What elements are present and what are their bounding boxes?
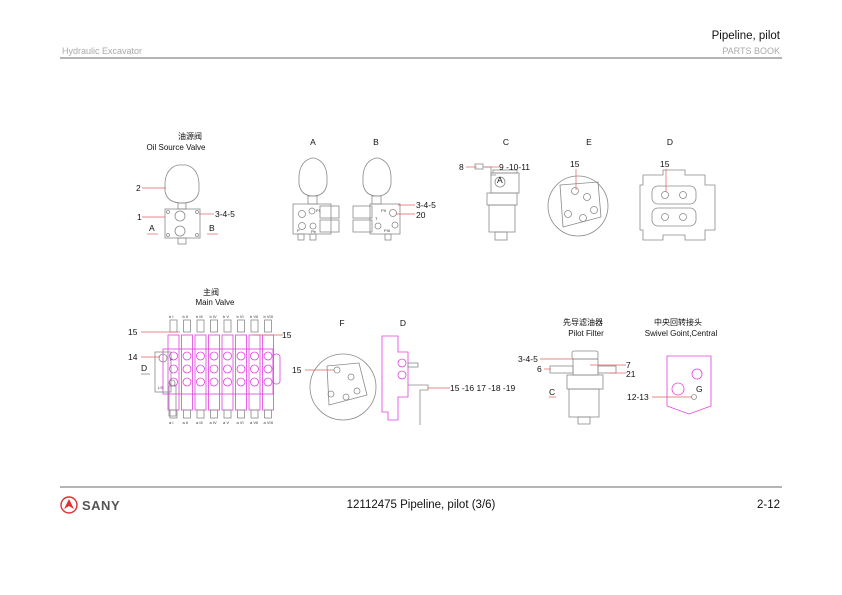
- callout-3-4-5: 3-4-5: [518, 354, 538, 364]
- callout-7: 7: [626, 360, 631, 370]
- port-label-b: b VI: [237, 314, 244, 319]
- callout-15: 15: [660, 159, 670, 169]
- view-e-label: E: [586, 137, 592, 147]
- port-label-a: a IV: [210, 420, 217, 425]
- valve-section: b VII a VII: [248, 314, 261, 425]
- valve-section: b II a II: [181, 314, 193, 425]
- port-label-a: a V: [223, 420, 229, 425]
- view-c-drawing: C 8 9 -10-11 A: [459, 137, 530, 241]
- port-t: T: [375, 216, 378, 221]
- view-d-label: D: [667, 137, 673, 147]
- footer-divider: [60, 486, 782, 488]
- port-label-a: a VIII: [264, 420, 273, 425]
- sany-logo: SANY: [60, 496, 120, 514]
- sany-logo-icon: [60, 496, 78, 514]
- view-e-drawing: E 15: [547, 137, 609, 237]
- pilot-filter-drawing: 先导滤油器 Pilot Filter 3-4-5 6 7 21 C: [518, 317, 636, 425]
- port-label-b: b IV: [210, 314, 217, 319]
- header-divider: [60, 57, 782, 59]
- oil-source-valve-title-cn: 油源阀: [178, 131, 202, 141]
- callout-14: 14: [128, 352, 138, 362]
- port-ls: LS: [158, 385, 163, 390]
- port-label-b: b III: [196, 314, 203, 319]
- oil-source-valve-title-en: Oil Source Valve: [147, 143, 207, 152]
- machine-type: Hydraulic Excavator: [62, 46, 143, 56]
- port-label-b: b VII: [250, 314, 258, 319]
- document-title: 12112475 Pipeline, pilot (3/6): [346, 499, 496, 511]
- callout-3-4-5: 3-4-5: [416, 200, 436, 210]
- valve-section: b I a I: [167, 314, 180, 425]
- page-number: 2-12: [756, 499, 780, 511]
- oil-source-valve-drawing: 油源阀 Oil Source Valve 2 1 3-4-5 A B: [136, 131, 235, 245]
- pilot-filter-title-cn: 先导滤油器: [563, 317, 603, 327]
- view-b-arrow-label: B: [209, 223, 215, 233]
- valve-section: b VIII a VIII: [262, 314, 274, 425]
- valve-section: b VI a VI: [235, 314, 247, 425]
- swivel-joint-drawing: 中央回转接头 Swivel Goint,Central G 12-13: [627, 317, 718, 415]
- view-a-drawing: A P1 P Pb: [292, 137, 340, 241]
- view-d-top-drawing: D 15: [639, 137, 716, 241]
- port-piii: PIII: [384, 228, 390, 233]
- view-b-drawing: B PII T PIII 3-4-5 20: [352, 137, 436, 241]
- valve-section: b IV a IV: [208, 314, 220, 425]
- port-label-a: a VII: [250, 420, 258, 425]
- brand-name: SANY: [82, 497, 121, 513]
- valve-section: b V a V: [221, 314, 234, 425]
- callout-9-10-11: 9 -10-11: [499, 162, 530, 172]
- valve-section: b III a III: [194, 314, 207, 425]
- callout-2: 2: [136, 183, 141, 193]
- callout-6: 6: [537, 364, 542, 374]
- callout-15: 15: [292, 365, 302, 375]
- port-pii: PII: [381, 208, 386, 213]
- main-valve-title-cn: 主阀: [203, 287, 219, 297]
- view-a-label: A: [310, 137, 316, 147]
- port-label-b: b VIII: [264, 314, 273, 319]
- port-label-a: a II: [183, 420, 189, 425]
- callout-1: 1: [137, 212, 142, 222]
- callout-15-16-17-18-19: 15 -16 17 -18 -19: [450, 383, 515, 393]
- page-title: Pipeline, pilot: [711, 30, 780, 42]
- port-label-a: a I: [169, 420, 173, 425]
- view-d-label: D: [400, 318, 406, 328]
- pilot-filter-title-en: Pilot Filter: [568, 329, 604, 338]
- main-valve-title-en: Main Valve: [196, 298, 236, 307]
- callout-15-left: 15: [128, 327, 138, 337]
- callout-21: 21: [626, 369, 636, 379]
- view-f-label: F: [339, 318, 344, 328]
- callout-3-4-5: 3-4-5: [215, 209, 235, 219]
- book-name: PARTS BOOK: [722, 46, 780, 56]
- view-d-bottom-drawing: D 15 -16 17 -18 -19: [381, 318, 515, 425]
- view-a-arrow-label: A: [149, 223, 155, 233]
- port-label-b: b V: [223, 314, 229, 319]
- callout-8: 8: [459, 162, 464, 172]
- view-c-arrow-label: C: [549, 387, 555, 397]
- port-pb: Pb: [311, 229, 317, 234]
- callout-g: G: [696, 384, 703, 394]
- port-p: P: [297, 228, 300, 233]
- callout-15: 15: [570, 159, 580, 169]
- callout-20: 20: [416, 210, 426, 220]
- port-label-a: a VI: [237, 420, 244, 425]
- port-label-b: b II: [183, 314, 189, 319]
- view-f-drawing: F 15: [292, 318, 377, 421]
- port-label-a: a III: [196, 420, 203, 425]
- view-c-label: C: [503, 137, 509, 147]
- swivel-joint-title-cn: 中央回转接头: [654, 317, 702, 327]
- swivel-joint-title-en: Swivel Goint,Central: [645, 329, 718, 338]
- view-b-label: B: [373, 137, 379, 147]
- view-d-arrow-label: D: [141, 363, 147, 373]
- callout-15-right: 15: [282, 330, 292, 340]
- view-a-marker: A: [497, 175, 503, 185]
- port-p1: P1: [316, 208, 322, 213]
- port-p: P: [170, 357, 173, 362]
- port-label-b: b I: [169, 314, 173, 319]
- callout-12-13: 12-13: [627, 392, 649, 402]
